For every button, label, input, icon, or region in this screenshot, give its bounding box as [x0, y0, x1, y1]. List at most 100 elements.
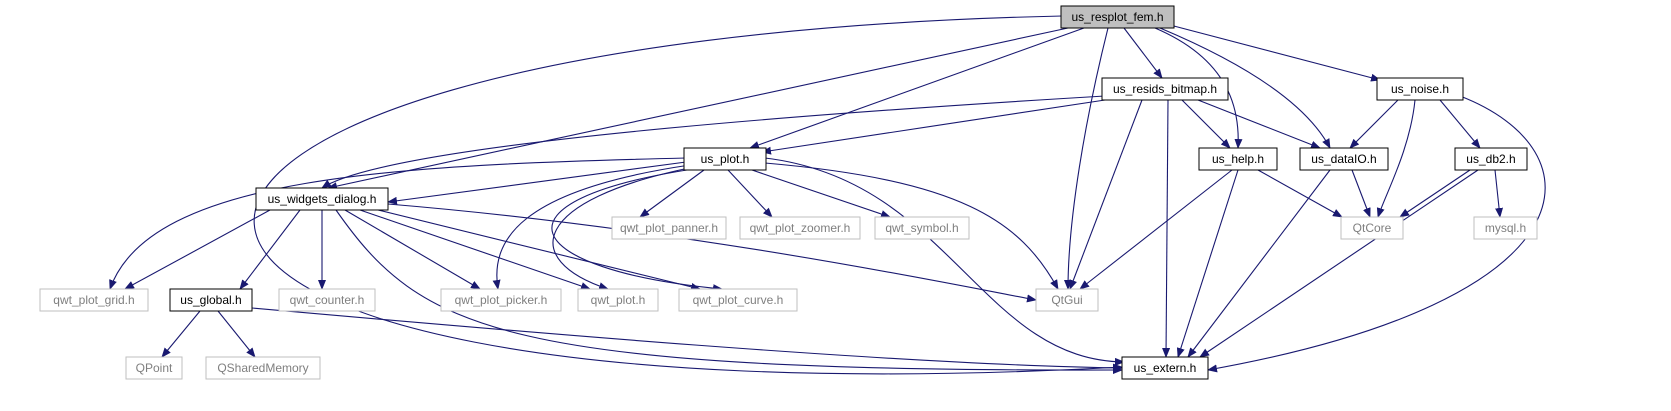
edge-us_resplot_fem-to-us_noise — [1169, 24, 1381, 82]
edge-us_resids_bitmap-to-QtGui — [1069, 99, 1143, 290]
node-box — [1340, 216, 1404, 240]
edge-us_widgets_dialog-to-us_global — [239, 209, 301, 290]
node-us-noise[interactable]: us_noise.h — [1376, 77, 1464, 101]
edge-us_widgets_dialog-to-qwt_plot_curve — [377, 209, 701, 291]
node-box — [1376, 77, 1464, 101]
node-us-help[interactable]: us_help.h — [1198, 147, 1278, 171]
node-label: qwt_plot_curve.h — [693, 293, 784, 307]
edge-us_noise-to-us_db2 — [1439, 99, 1481, 149]
node-label: qwt_plot_grid.h — [53, 293, 134, 307]
node-label: qwt_counter.h — [290, 293, 365, 307]
node-qwt-counter: qwt_counter.h — [278, 288, 376, 312]
node-box — [577, 288, 659, 312]
node-box — [1035, 288, 1099, 312]
node-box — [739, 216, 861, 240]
edge-us_db2-to-mysql — [1494, 169, 1504, 218]
edge-us_plot-to-qwt_plot_curve — [551, 167, 723, 293]
node-us-extern[interactable]: us_extern.h — [1121, 356, 1209, 380]
edge-us_plot-to-us_extern — [764, 157, 1125, 366]
edge-us_widgets_dialog-to-qwt_plot_picker — [344, 209, 481, 290]
node-qwt-symbol: qwt_symbol.h — [874, 216, 970, 240]
node-label: qwt_symbol.h — [885, 221, 958, 235]
edge-us_help-to-QtCore — [1257, 169, 1343, 218]
node-label: us_global.h — [180, 293, 241, 307]
node-label: us_noise.h — [1391, 82, 1449, 96]
edge-us_dataIO-to-QtCore — [1351, 169, 1371, 218]
edge-us_global-to-us_extern — [251, 307, 1123, 372]
node-label: QtCore — [1353, 221, 1392, 235]
node-us-db2[interactable]: us_db2.h — [1454, 147, 1528, 171]
node-layer: us_resplot_fem.h us_resids_bitmap.h us_noi… — [39, 5, 1538, 380]
node-label: us_db2.h — [1466, 152, 1515, 166]
edge-us_plot-to-qwt_plot_grid — [109, 157, 687, 290]
node-box — [874, 216, 970, 240]
edge-us_plot-to-qwt_symbol — [751, 169, 891, 218]
edge-us_widgets_dialog-to-QtGui — [387, 203, 1037, 303]
edge-us_plot-to-qwt_plot_panner — [639, 169, 705, 218]
edge-us_resplot_fem-to-us_resids_bitmap — [1123, 27, 1163, 79]
node-us-resplot-fem[interactable]: us_resplot_fem.h — [1060, 5, 1175, 29]
node-QPoint: QPoint — [125, 356, 183, 380]
edge-us_resplot_fem-to-us_extern — [253, 15, 1123, 375]
node-label: qwt_plot_picker.h — [455, 293, 548, 307]
edge-us_resids_bitmap-to-us_widgets_dialog — [321, 95, 1106, 189]
node-label: qwt_plot.h — [591, 293, 646, 307]
node-box — [1060, 5, 1175, 29]
node-box — [678, 288, 798, 312]
node-label: mysql.h — [1485, 221, 1526, 235]
edge-us_help-to-QtGui — [1079, 169, 1233, 290]
node-QSharedMemory: QSharedMemory — [205, 356, 321, 380]
node-label: us_resids_bitmap.h — [1113, 82, 1217, 96]
node-label: us_dataIO.h — [1311, 152, 1376, 166]
edge-us_resplot_fem-to-us_dataIO — [1159, 27, 1331, 149]
node-box — [205, 356, 321, 380]
node-box — [1473, 216, 1538, 240]
node-qwt-plot-zoomer: qwt_plot_zoomer.h — [739, 216, 861, 240]
node-box — [125, 356, 183, 380]
node-box — [440, 288, 562, 312]
edge-us_resplot_fem-to-us_widgets_dialog — [327, 27, 1069, 191]
node-label: us_resplot_fem.h — [1071, 10, 1163, 24]
node-box — [1121, 356, 1209, 380]
edge-us_plot-to-qwt_plot — [552, 166, 695, 290]
edge-us_resplot_fem-to-us_plot — [749, 27, 1085, 149]
node-box — [278, 288, 376, 312]
edge-us_widgets_dialog-to-qwt_plot_grid — [124, 209, 271, 290]
edge-us_resids_bitmap-to-us_extern — [1162, 99, 1171, 358]
node-label: QtGui — [1051, 293, 1082, 307]
edge-us_dataIO-to-us_extern — [1187, 169, 1331, 358]
edge-us_resids_bitmap-to-us_dataIO — [1197, 99, 1321, 149]
node-box — [1198, 147, 1278, 171]
node-qwt-plot-panner: qwt_plot_panner.h — [611, 216, 727, 240]
edge-us_plot-to-qwt_plot_zoomer — [727, 169, 773, 218]
edge-us_widgets_dialog-to-qwt_plot — [359, 209, 591, 290]
node-qwt-plot: qwt_plot.h — [577, 288, 659, 312]
edge-us_db2-to-us_extern — [1199, 169, 1479, 358]
edge-us_plot-to-us_widgets_dialog — [387, 161, 687, 205]
node-us-global[interactable]: us_global.h — [169, 288, 253, 312]
edge-us_noise-to-us_dataIO — [1349, 99, 1399, 149]
node-label: us_help.h — [1212, 152, 1264, 166]
node-label: qwt_plot_panner.h — [620, 221, 718, 235]
node-us-dataIO[interactable]: us_dataIO.h — [1299, 147, 1389, 171]
node-box — [1454, 147, 1528, 171]
node-box — [169, 288, 253, 312]
node-us-resids-bitmap[interactable]: us_resids_bitmap.h — [1101, 77, 1229, 101]
node-us-widgets-dialog[interactable]: us_widgets_dialog.h — [255, 187, 389, 211]
node-qwt-plot-grid: qwt_plot_grid.h — [39, 288, 149, 312]
edge-us_help-to-us_extern — [1176, 169, 1239, 358]
node-label: us_widgets_dialog.h — [268, 192, 377, 206]
node-label: us_extern.h — [1134, 361, 1197, 375]
node-box — [1299, 147, 1389, 171]
node-label: QPoint — [136, 361, 173, 375]
edge-us_global-to-QSharedMemory — [217, 310, 256, 358]
node-box — [39, 288, 149, 312]
node-us-plot[interactable]: us_plot.h — [683, 147, 767, 171]
edge-us_resids_bitmap-to-us_plot — [761, 99, 1106, 155]
edge-us_global-to-QPoint — [161, 310, 201, 358]
node-QtCore: QtCore — [1340, 216, 1404, 240]
node-qwt-plot-picker: qwt_plot_picker.h — [440, 288, 562, 312]
edge-us_resplot_fem-to-QtGui — [1064, 27, 1109, 290]
node-label: qwt_plot_zoomer.h — [750, 221, 851, 235]
